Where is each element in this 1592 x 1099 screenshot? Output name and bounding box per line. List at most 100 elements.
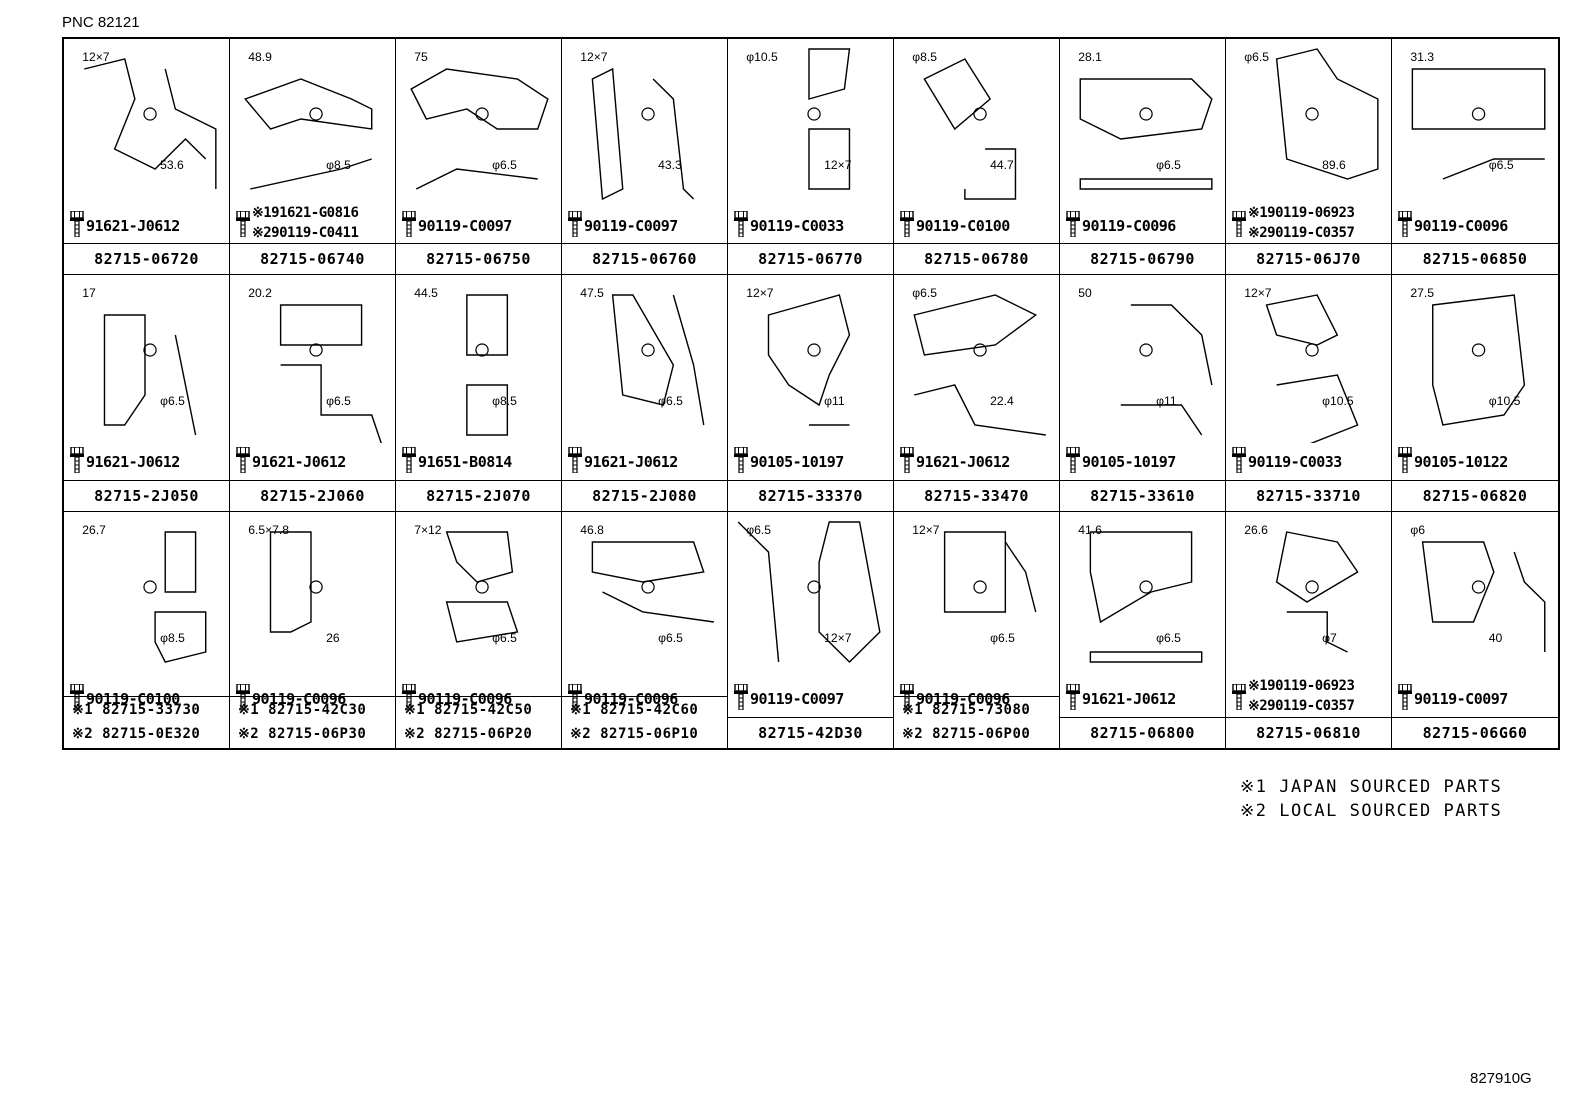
bracket-outline <box>466 294 509 437</box>
dimension-label: 47.5 <box>580 286 604 300</box>
mounting-hole <box>1305 343 1319 357</box>
part-number-bar: 82715-06G60 <box>1392 716 1558 748</box>
bolt-part-number: ※290119-C0357 <box>1248 697 1355 714</box>
part-number: 82715-06760 <box>592 250 697 269</box>
part-number: 82715-06J70 <box>1256 250 1361 269</box>
bracket-outline <box>611 294 705 426</box>
dimension-label: 17 <box>82 286 96 300</box>
part-number-bar: 82715-06800 <box>1060 716 1225 748</box>
figure-code: 827910G <box>1470 1070 1532 1087</box>
bolt-part-number: 91621-J0612 <box>1082 689 1176 708</box>
part-number: 82715-06770 <box>758 250 863 269</box>
part-number: 82715-06750 <box>426 250 531 269</box>
bolt-icon <box>1066 682 1080 711</box>
part-number-bar: 82715-06720 <box>64 243 229 274</box>
mounting-hole <box>143 107 157 121</box>
bolt-icon <box>70 210 84 238</box>
bolt-icon <box>734 682 748 711</box>
bolt-part-number: 90105-10197 <box>750 453 844 472</box>
bolt-icon <box>1066 210 1080 238</box>
part-number: 82715-2J060 <box>260 486 365 505</box>
footnote-local: ※2 LOCAL SOURCED PARTS <box>1240 801 1503 821</box>
dimension-label: 26.7 <box>82 523 106 537</box>
part-number: ※2 82715-06P00 <box>902 726 1031 743</box>
bolt-part-number: 90119-C0096 <box>252 689 346 708</box>
bracket-outline <box>1275 530 1359 653</box>
dimension-label: 12×7 <box>824 631 852 645</box>
dimension-label: φ6.5 <box>160 394 185 408</box>
part-number-bar: ※1 82715-73080※2 82715-06P00 <box>894 695 1059 748</box>
part-number-bar: 82715-33610 <box>1060 479 1225 511</box>
part-number: ※1 82715-33730 <box>72 702 201 719</box>
bracket-outline <box>1411 68 1546 180</box>
dimension-label: φ8.5 <box>912 50 937 64</box>
dimension-label: φ6.5 <box>1489 158 1514 172</box>
bracket-outline <box>1432 294 1526 447</box>
part-number: ※2 82715-06P20 <box>404 726 533 743</box>
part-number: ※1 82715-42C60 <box>570 702 699 719</box>
part-number-bar: 82715-06820 <box>1392 479 1558 511</box>
dimension-label: φ8.5 <box>492 394 517 408</box>
bracket-outline <box>1265 294 1359 446</box>
dimension-label: 20.2 <box>248 286 272 300</box>
mounting-hole <box>1139 107 1153 121</box>
bolt-part-number: 90119-C0096 <box>418 689 512 708</box>
dimension-label: 41.6 <box>1078 523 1102 537</box>
part-number: ※2 82715-0E320 <box>72 726 201 743</box>
bolt-icon <box>1398 682 1412 711</box>
dimension-label: 26 <box>326 631 340 645</box>
part-number-bar: ※1 82715-42C50※2 82715-06P20 <box>396 695 561 748</box>
mounting-hole <box>1471 580 1486 594</box>
bolt-part-number: 90119-C0096 <box>1082 217 1176 235</box>
part-number-bar: 82715-06850 <box>1392 243 1558 274</box>
bolt-part-number: 90119-C0096 <box>916 689 1010 708</box>
part-number-bar: 82715-06750 <box>396 243 561 274</box>
dimension-label: 12×7 <box>1244 286 1272 300</box>
dimension-label: 43.3 <box>658 158 682 172</box>
bolt-icon <box>1232 210 1246 238</box>
bracket-outline <box>445 530 519 643</box>
dimension-label: 12×7 <box>580 50 608 64</box>
part-number-bar: 82715-2J050 <box>64 479 229 511</box>
bolt-part-number: 90119-C0033 <box>750 217 844 235</box>
bracket-drawing: 44.5 φ8.5 <box>396 275 561 443</box>
part-number: 82715-06820 <box>1422 486 1528 505</box>
bolt-part-number: 90119-C0096 <box>584 689 678 708</box>
dimension-label: φ11 <box>1156 394 1177 408</box>
dimension-label: 40 <box>1489 631 1503 645</box>
bracket-outline <box>410 68 549 190</box>
bolt-part-number: ※290119-C0411 <box>252 225 359 241</box>
mounting-hole <box>309 107 323 121</box>
part-number-bar: ※1 82715-42C60※2 82715-06P10 <box>562 695 727 748</box>
part-number: 82715-33710 <box>1256 486 1361 505</box>
bracket-outline <box>1089 530 1203 663</box>
dimension-label: 89.6 <box>1322 158 1346 172</box>
bracket-outline <box>1275 48 1379 180</box>
dimension-label: 44.5 <box>414 286 438 300</box>
bolt-icon <box>1232 446 1246 474</box>
bolt-icon <box>900 446 914 474</box>
part-number-bar: 82715-06770 <box>728 243 893 274</box>
mounting-hole <box>973 107 987 121</box>
dimension-label: 28.1 <box>1078 50 1102 64</box>
bolt-icon <box>236 446 250 474</box>
